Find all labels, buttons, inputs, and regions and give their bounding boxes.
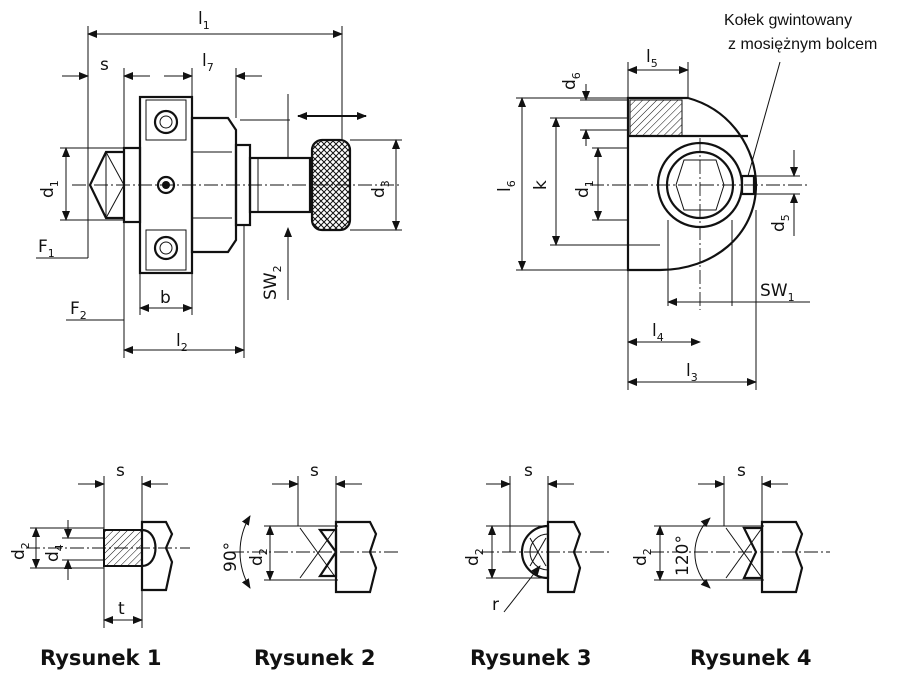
fig1-label-d2: d2	[9, 542, 32, 560]
fig1-label-s: s	[116, 461, 125, 481]
figure-4	[650, 476, 830, 594]
fig3-label-d2: d2	[463, 548, 486, 566]
label-d5: d5	[769, 214, 792, 232]
label-SW1: SW1	[760, 281, 795, 304]
caption-figure-4: Rysunek 4	[690, 646, 811, 670]
label-SW2: SW2	[261, 265, 284, 300]
figure-1	[26, 476, 190, 628]
caption-figure-2: Rysunek 2	[254, 646, 375, 670]
label-l7: l7	[202, 51, 214, 74]
label-l6: l6	[495, 180, 518, 192]
label-d1-front: d1	[573, 180, 596, 198]
fig3-label-s: s	[524, 461, 533, 481]
label-d3: d3	[369, 180, 392, 198]
label-l5: l5	[646, 47, 658, 70]
caption-figure-1: Rysunek 1	[40, 646, 161, 670]
note-line-1: Kołek gwintowany	[724, 12, 852, 29]
label-b: b	[160, 288, 171, 308]
label-l4: l4	[652, 321, 664, 344]
label-l1: l1	[198, 9, 210, 32]
figure-3	[480, 476, 610, 613]
label-l3: l3	[686, 361, 698, 384]
fig2-label-s: s	[310, 461, 319, 481]
fig3-label-r: r	[492, 595, 499, 615]
note-line-2: z mosiężnym bolcem	[728, 36, 877, 53]
label-k: k	[531, 180, 551, 190]
label-F1: F1	[38, 237, 55, 260]
fig2-label-angle: 90°	[221, 542, 241, 572]
label-s: s	[100, 55, 109, 75]
fig4-label-d2: d2	[631, 548, 654, 566]
side-view	[36, 26, 402, 358]
caption-figure-3: Rysunek 3	[470, 646, 591, 670]
fig4-label-angle: 120°	[673, 535, 693, 576]
front-view	[516, 61, 810, 390]
fig1-label-t: t	[118, 599, 125, 619]
label-d6: d6	[560, 72, 583, 90]
figure-2	[230, 476, 400, 594]
label-d1: d1	[38, 180, 61, 198]
fig2-label-d2: d2	[247, 548, 270, 566]
label-F2: F2	[70, 299, 87, 322]
label-l2: l2	[176, 331, 188, 354]
fig4-label-s: s	[737, 461, 746, 481]
fig1-label-d4: d4	[43, 544, 66, 562]
